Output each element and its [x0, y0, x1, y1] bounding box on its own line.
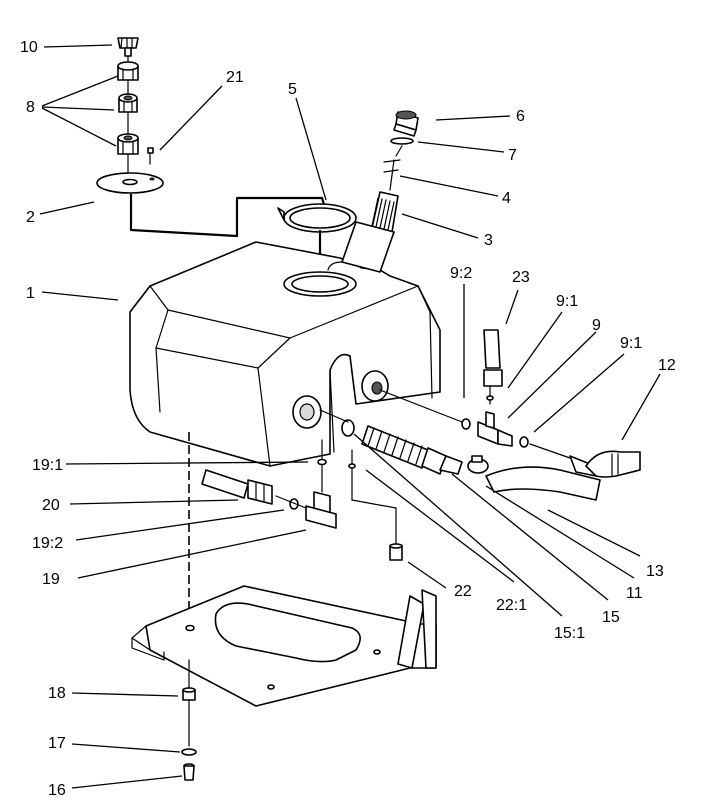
gasket-7: [390, 137, 414, 145]
hose-20: [201, 469, 273, 505]
nut-8-c: [117, 133, 139, 155]
knob-10: [117, 37, 139, 57]
washer-19-2: [289, 498, 299, 510]
washer-9-2: [461, 418, 471, 430]
mounting-bracket: [131, 585, 437, 707]
washer-22-1: [341, 419, 355, 437]
washer-17: [181, 748, 197, 756]
fuel-tank-1: [129, 221, 441, 467]
label-2: 2: [26, 209, 35, 226]
label-9-1-a: 9:1: [556, 293, 578, 310]
label-10: 10: [20, 39, 38, 56]
label-1: 1: [26, 285, 35, 302]
label-18: 18: [48, 685, 66, 702]
label-8: 8: [26, 99, 35, 116]
label-6: 6: [516, 108, 525, 125]
connector-line: [129, 194, 327, 238]
bolt-16: [183, 763, 195, 781]
label-13: 13: [646, 563, 664, 580]
label-19-1: 19:1: [32, 457, 63, 474]
label-9: 9: [592, 317, 601, 334]
label-19-2: 19:2: [32, 535, 63, 552]
hose-23: [483, 329, 503, 405]
label-22: 22: [454, 583, 472, 600]
screw-21: [147, 147, 154, 165]
label-17: 17: [48, 735, 66, 752]
label-15: 15: [602, 609, 620, 626]
label-19: 19: [42, 571, 60, 588]
label-7: 7: [508, 147, 517, 164]
ring-gasket-5: [277, 203, 357, 233]
label-9-1-b: 9:1: [620, 335, 642, 352]
label-3: 3: [484, 232, 493, 249]
label-15-1: 15:1: [554, 625, 585, 642]
label-22-1: 22:1: [496, 597, 527, 614]
label-12: 12: [658, 357, 676, 374]
label-5: 5: [288, 81, 297, 98]
washer-9-1: [519, 436, 529, 448]
label-9-2: 9:2: [450, 265, 472, 282]
bolt-22: [389, 543, 403, 561]
label-16: 16: [48, 782, 66, 799]
elbow-19: [305, 491, 337, 529]
clamp-11: [467, 455, 489, 474]
part-labels: 10 8 21 2 5 6 7 4 3 1 9:2 23 9:1 9 9:1 1…: [20, 39, 676, 799]
tee-fitting-9: [477, 411, 513, 447]
nut-8-a: [117, 61, 139, 81]
leader-lines: [39, 44, 661, 789]
elbow-12: [569, 450, 641, 478]
label-4: 4: [502, 190, 511, 207]
filter-15: [361, 425, 463, 475]
plate-2: [96, 172, 164, 194]
label-23: 23: [512, 269, 530, 286]
label-21: 21: [226, 69, 244, 86]
label-11: 11: [626, 585, 643, 602]
nut-8-b: [118, 93, 138, 113]
label-20: 20: [42, 497, 60, 514]
cap-6: [393, 110, 419, 137]
screen-3: [371, 191, 399, 233]
hose-13: [485, 466, 601, 501]
nut-18: [182, 687, 196, 701]
